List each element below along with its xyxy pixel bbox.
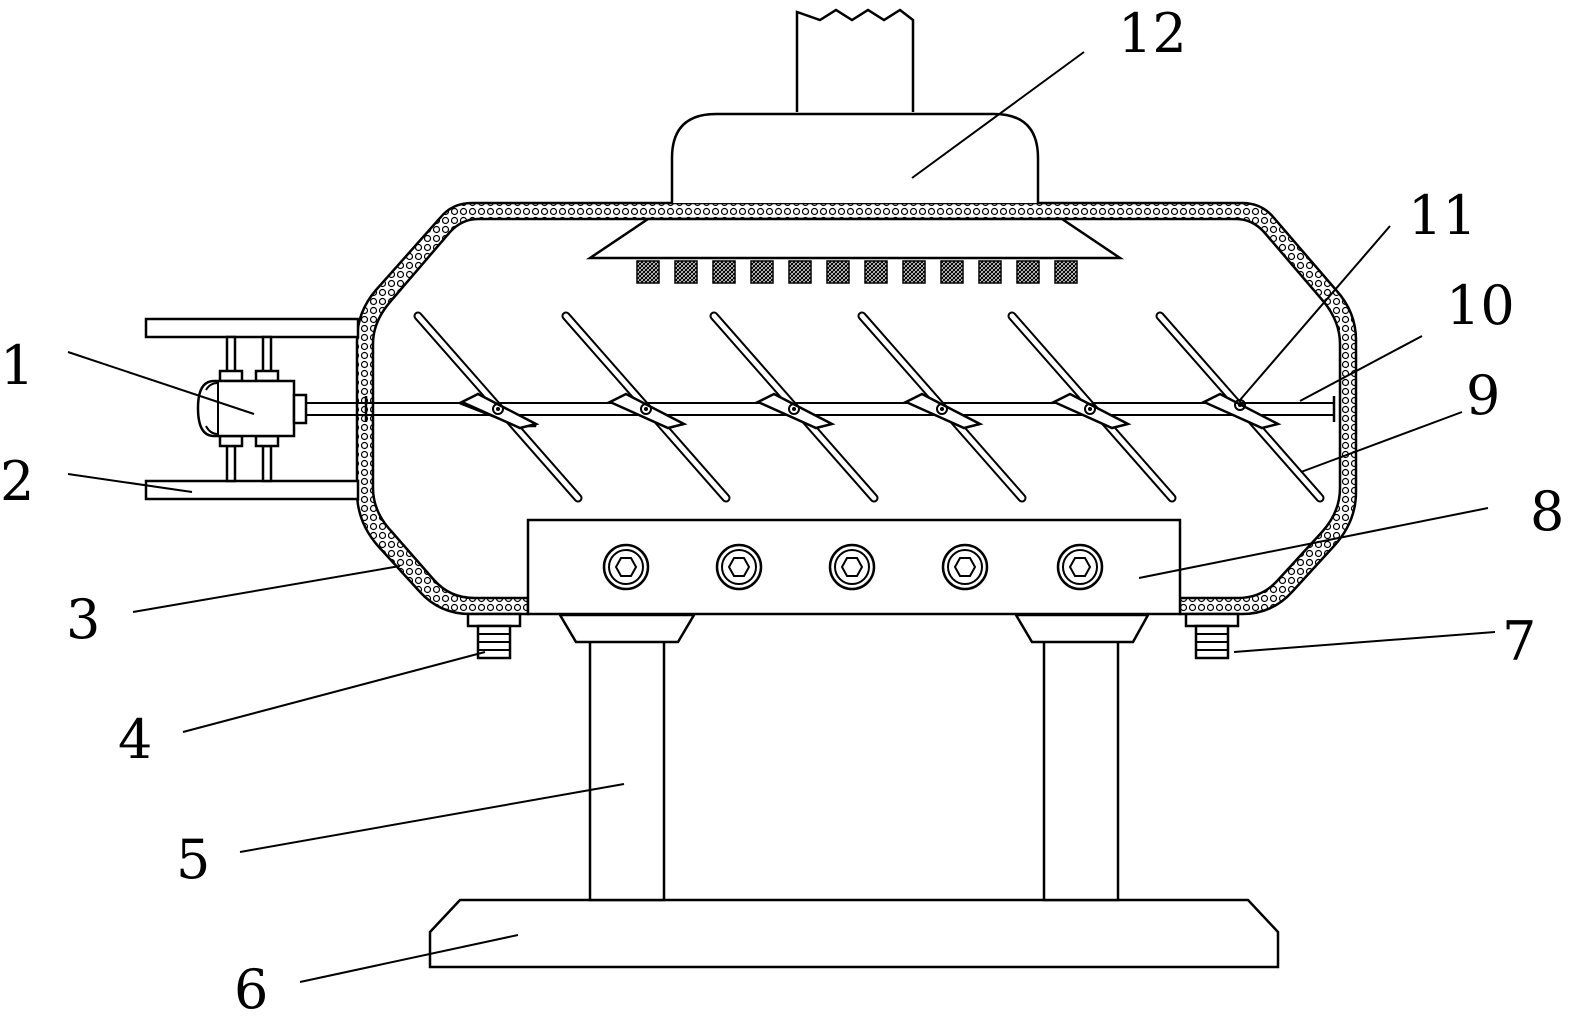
callout-4: 4 — [118, 708, 152, 771]
support-legs — [557, 613, 1151, 902]
outlet-pipe-left — [466, 612, 522, 660]
callout-1: 1 — [0, 334, 34, 397]
callout-9: 9 — [1466, 364, 1500, 427]
callout-8: 8 — [1530, 480, 1564, 543]
blade-3 — [709, 311, 879, 503]
callout-5: 5 — [176, 828, 210, 891]
motor-bracket — [144, 317, 360, 501]
top-hood — [585, 8, 1125, 260]
heating-port-1 — [602, 543, 650, 591]
callout-10: 10 — [1446, 274, 1515, 337]
callout-7: 7 — [1502, 610, 1536, 673]
callout-2: 2 — [0, 450, 34, 513]
motor — [196, 369, 308, 448]
leader-lines — [67, 51, 1496, 983]
outlet-pipe-right — [1184, 612, 1240, 660]
heating-port-2 — [715, 543, 763, 591]
spray-nozzles — [636, 260, 1078, 284]
callout-3: 3 — [66, 588, 100, 651]
blade-1 — [413, 311, 583, 503]
heating-port-4 — [941, 543, 989, 591]
callout-12: 12 — [1118, 2, 1187, 65]
base-plate — [428, 898, 1280, 969]
heating-port-3 — [828, 543, 876, 591]
heating-port-5 — [1056, 543, 1104, 591]
blade-6 — [1155, 311, 1325, 503]
blade-4 — [857, 311, 1027, 503]
callout-6: 6 — [234, 958, 268, 1017]
heating-box — [526, 518, 1182, 616]
blade-5 — [1007, 311, 1177, 503]
blade-2 — [561, 311, 731, 503]
callout-11: 11 — [1408, 184, 1477, 247]
stirring-blades — [413, 311, 1325, 503]
